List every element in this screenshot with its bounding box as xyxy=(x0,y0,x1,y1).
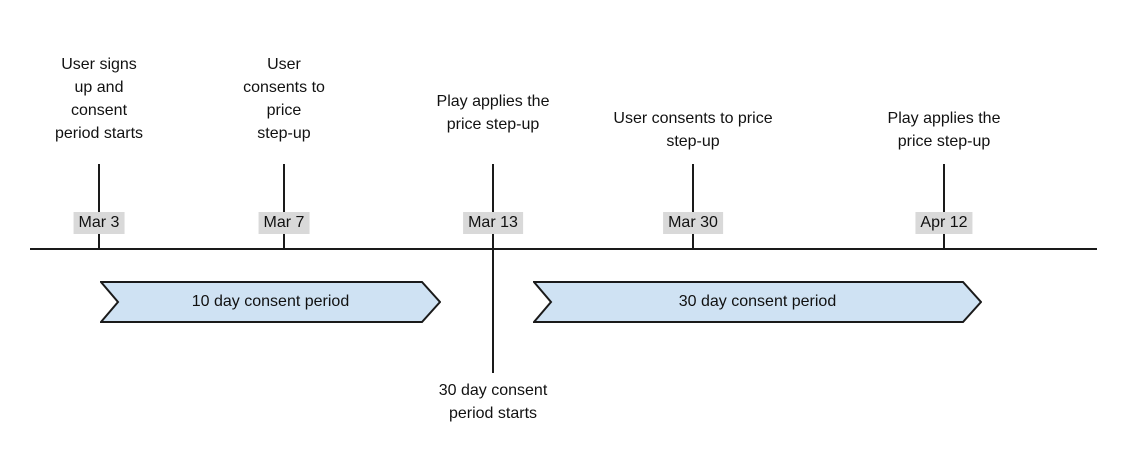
event-tick-5 xyxy=(943,164,945,249)
event-date-badge-5: Apr 12 xyxy=(915,212,973,234)
event-date-badge-3: Mar 13 xyxy=(463,212,523,234)
event-label-5: Play applies the price step-up xyxy=(887,110,1001,150)
event-label-1: User signs up and consent period starts xyxy=(54,56,144,142)
event-tick-2 xyxy=(283,164,285,249)
period-arrow-label-2: 30 day consent period xyxy=(678,293,837,310)
event-note-3: 30 day consent period starts xyxy=(438,382,548,422)
event-tick-1 xyxy=(98,164,100,249)
event-date-badge-4: Mar 30 xyxy=(663,212,723,234)
period-arrow-1: 10 day consent period xyxy=(100,281,441,323)
period-arrow-shape-2 xyxy=(533,281,982,323)
period-arrow-label-1: 10 day consent period xyxy=(191,293,350,310)
event-date-badge-1: Mar 3 xyxy=(73,212,125,234)
period-arrow-shape-1 xyxy=(100,281,441,323)
event-label-2: User consents to price step-up xyxy=(243,56,325,142)
timeline-axis-line xyxy=(30,248,1097,250)
event-tick-4 xyxy=(692,164,694,249)
event-label-3: Play applies the price step-up xyxy=(436,93,550,133)
event-date-badge-2: Mar 7 xyxy=(258,212,310,234)
period-arrow-2: 30 day consent period xyxy=(533,281,982,323)
event-tick-3 xyxy=(492,164,494,373)
event-label-4: User consents to price step-up xyxy=(613,110,773,150)
